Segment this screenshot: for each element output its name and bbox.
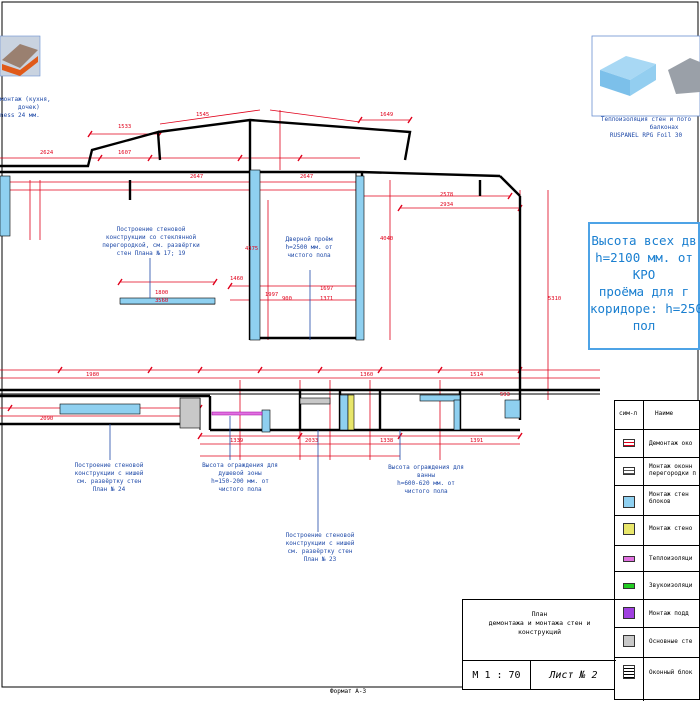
- dim-text: 2624: [40, 150, 54, 156]
- pink-insulation: [211, 411, 263, 416]
- dim-text: 4040: [380, 236, 393, 242]
- grey-wall-2: [299, 397, 331, 405]
- leader-lines: [109, 258, 401, 532]
- note-door-height: Дверной проём h=2500 мм. от чистого пола: [285, 236, 333, 259]
- note-niche-24: Построение стеновой конструкции с нишей …: [74, 462, 144, 493]
- legend-label: Монтаж стен блоков: [649, 491, 689, 505]
- legend-label: Звукоизоляци: [649, 582, 693, 589]
- dim-text: 1371: [320, 296, 333, 302]
- sheet-number: Лист № 2: [531, 660, 616, 690]
- dim-text: 1514: [470, 372, 484, 378]
- dim-text: 1360: [360, 372, 373, 378]
- legend-label: Монтаж подд: [649, 610, 689, 617]
- note-niche-23: Построение стеновой конструкции с нишей …: [285, 532, 355, 563]
- legend-row: [615, 429, 700, 430]
- dim-text: 2647: [300, 174, 313, 180]
- dim-text: 1391: [470, 438, 483, 444]
- legend-symbol-pink: [623, 556, 635, 562]
- door-height-note-box: Высота всех дв h=2100 мм. от КРО проёма …: [588, 222, 700, 350]
- legend-row: [615, 457, 700, 458]
- dim-text: 1460: [230, 276, 243, 282]
- format-label: Формат А-3: [330, 688, 367, 695]
- dim-text: 1607: [118, 150, 131, 156]
- legend-column-divider: [643, 401, 644, 701]
- dim-text: 3560: [155, 298, 168, 304]
- drawing-title: План демонтажа и монтажа стен и конструк…: [488, 610, 591, 636]
- legend-label: Оконный блок: [649, 669, 693, 676]
- insulation-thumbnail-left: [0, 35, 41, 77]
- legend-label: Теплоизоляци: [649, 555, 693, 562]
- dim-text: 1980: [86, 372, 99, 378]
- legend-header-name: Наиме: [655, 410, 674, 417]
- title-block: План демонтажа и монтажа стен и конструк…: [462, 599, 616, 690]
- dim-text: 900: [282, 296, 292, 302]
- dim-text: 1339: [230, 438, 243, 444]
- legend-row: [615, 545, 700, 546]
- legend-row: [615, 485, 700, 486]
- dim-text: 1997: [265, 292, 278, 298]
- dim-text: 593: [500, 392, 510, 398]
- legend-label: Монтаж стено: [649, 525, 693, 532]
- dim-text: 1338: [380, 438, 393, 444]
- legend-row: [615, 515, 700, 516]
- legend-row: [615, 599, 700, 600]
- dim-text: 2934: [440, 202, 454, 208]
- legend-symbol-green: [623, 583, 635, 589]
- note-bath-height: Высота ограждения для ванны h=600-620 мм…: [388, 464, 464, 495]
- drawing-scale: М 1 : 70: [463, 660, 531, 690]
- note-shower-height: Высота ограждения для душевой зоны h=150…: [202, 462, 278, 493]
- yellow-wall: [347, 394, 355, 431]
- legend-header-symbol: сим-л: [619, 410, 638, 417]
- legend-symbol-purple: [623, 607, 635, 619]
- legend-symbol-yellow: [623, 523, 635, 535]
- dim-text: 1545: [196, 112, 209, 118]
- legend-table: сим-л Наиме Демонтаж око Монтаж оконн пе…: [614, 400, 700, 701]
- right-thumb-caption: Теплоизоляция стен и пото балконах RUSPA…: [600, 116, 692, 139]
- dim-text: 1649: [380, 112, 393, 118]
- dim-text: 1697: [320, 286, 333, 292]
- dim-text: 1800: [155, 290, 168, 296]
- note-partition-glass: Построение стеновой конструкции со стекл…: [102, 226, 200, 257]
- dim-text: 1533: [118, 124, 131, 130]
- dim-text: 4375: [245, 246, 258, 252]
- legend-symbol-window: [623, 665, 635, 679]
- legend-label: Основные сте: [649, 638, 693, 645]
- legend-label: Демонтаж око: [649, 440, 693, 447]
- dim-text: 2090: [40, 416, 53, 422]
- legend-symbol-hatch-red: [623, 439, 635, 447]
- dimension-labels: 1533 1545 1649 2624 1607 2647 2647 2578 …: [40, 112, 561, 444]
- legend-row: [615, 657, 700, 658]
- legend-row: [615, 571, 700, 572]
- new-wall-blocks: [0, 169, 521, 433]
- dim-text: 2578: [440, 192, 453, 198]
- insulation-thumbnail-right: [591, 35, 700, 117]
- legend-label: Монтаж оконн перегородки п: [649, 463, 696, 477]
- grey-wall-1: [179, 397, 201, 429]
- legend-row: [615, 627, 700, 628]
- left-thumb-caption: монтаж (кухня, дочек) ness 24 мм.: [0, 96, 51, 119]
- dim-text: 2033: [305, 438, 318, 444]
- legend-symbol-blue: [623, 496, 635, 508]
- legend-symbol-hatch-dark: [623, 467, 635, 475]
- dim-text: 5310: [548, 296, 561, 302]
- dim-text: 2647: [190, 174, 203, 180]
- legend-symbol-grey: [623, 635, 635, 647]
